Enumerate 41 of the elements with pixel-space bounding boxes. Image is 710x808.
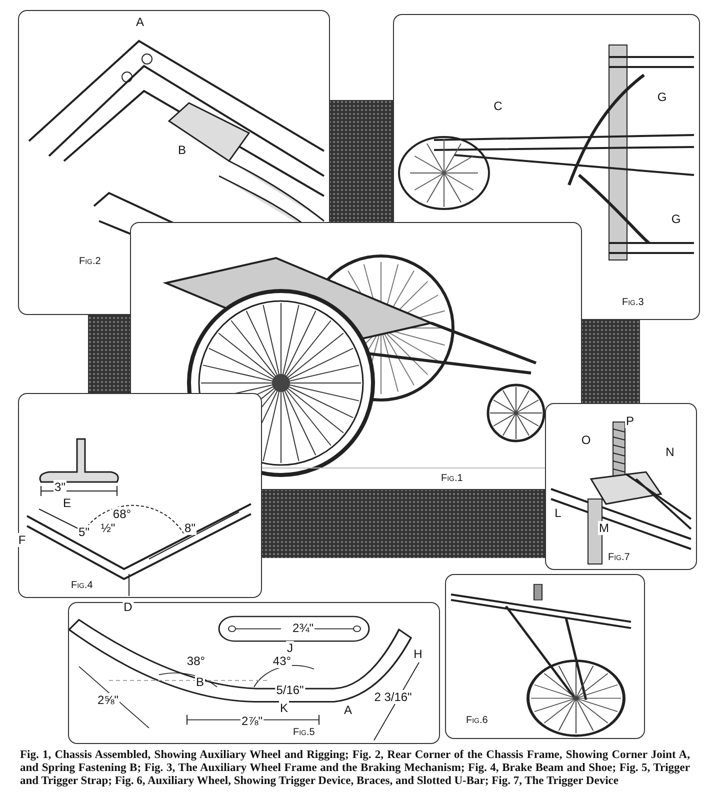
part-letter: C [492,99,504,113]
figure-label: Fig.7 [608,552,630,563]
part-letter: K [279,701,289,715]
part-letter: P [625,414,635,428]
part-letter: B [195,675,205,689]
part-letter: G [656,90,668,104]
figure-label: Fig.6 [466,715,488,726]
dimension-value: 2⅞" [240,714,264,728]
dimension-value: 2¾" [292,621,314,635]
part-letter: O [580,433,592,447]
dimension-value: ½" [100,521,116,535]
part-letter: L [554,506,562,520]
figure-label: Fig.2 [79,256,101,267]
dimension-value: 2 3/16" [373,690,413,704]
part-letter: D [122,600,134,614]
figure-panel [545,403,697,570]
figure-label: Fig.5 [293,727,315,738]
part-letter: A [135,15,145,29]
dimension-value: 2⅝" [96,693,120,707]
figure-panel [18,393,262,598]
dimension-value: 8" [184,521,196,535]
angle-value: 38° [186,654,206,668]
part-letter: N [664,445,676,459]
figure-panel [68,602,440,744]
part-letter: B [177,143,187,157]
figure-label: Fig.3 [622,297,644,308]
part-letter: G [670,212,682,226]
figure-label: Fig.4 [71,580,93,591]
figure-caption: Fig. 1, Chassis Assembled, Showing Auxiliary Wheel and Rigging; Fig. 2, Rear Corner of the Chassis Frame, Showing Corner Joint A, and Spring Fastening B; Fig. 3, The Auxiliary Wheel Frame and the Braking Mechanism; Fig. 4, Brake Beam and Shoe; Fig. 5, Trigger and Trigger Strap; Fig. 6, Auxiliary Wheel, Showing Trigger Device, Braces, and Slotted U-Bar; Fig. 7, The Trigger Device [20,749,690,788]
angle-value: 43° [272,654,292,668]
part-letter: A [343,703,353,717]
dimension-value: 5" [78,525,90,539]
part-letter: J [286,641,294,655]
figure-label: Fig.1 [441,473,463,484]
part-letter: F [17,533,27,547]
angle-value: 68° [112,507,132,521]
dimension-value: 3" [54,480,66,494]
dimension-value: 5/16" [275,683,305,697]
part-letter: M [598,521,610,535]
part-letter: H [412,647,424,661]
part-letter: E [62,496,72,510]
